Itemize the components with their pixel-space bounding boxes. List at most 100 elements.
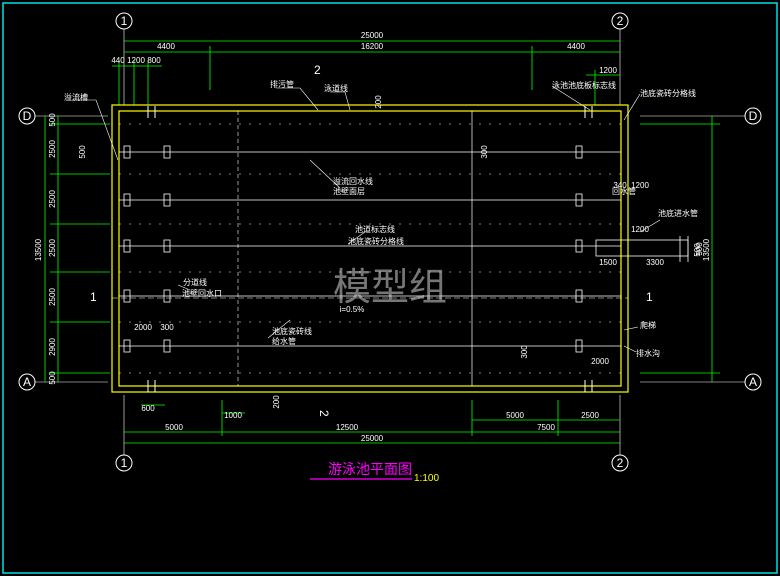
axis-bubble-right-A: A: [744, 373, 762, 391]
dim-top-small-1: 440: [111, 56, 125, 65]
lane-float: [123, 239, 131, 253]
dim-left-segment: 500: [48, 371, 57, 385]
svg-text:A: A: [23, 375, 31, 389]
svg-text:D: D: [23, 109, 32, 123]
dim-left-segment: 500: [48, 113, 57, 127]
section-mark-top: 2: [314, 63, 321, 77]
axis-bubble-top-1: 1: [115, 12, 133, 30]
dim-bottom-right-1: 5000: [506, 411, 524, 420]
top-dimension-lines: [112, 40, 620, 105]
axis-bubble-left-D: D: [18, 107, 36, 125]
dim-right-small: 500: [693, 243, 702, 257]
wall-ticks: [147, 106, 593, 392]
label-floor-inlet: 池底进水管: [658, 208, 698, 218]
dim-bottom-total: 25000: [361, 434, 384, 443]
section-mark-left: 1: [90, 290, 97, 304]
section-mark-bottom: 2: [317, 410, 331, 417]
label-wall-layer: 池壁面层: [333, 186, 365, 196]
label-gutter: 排水沟: [636, 348, 660, 358]
lane-float: [575, 193, 583, 207]
dim-inner-left-500: 500: [78, 145, 87, 159]
dim-left-segment: 2900: [48, 338, 57, 356]
lane-lines: [119, 145, 621, 353]
annotation-leaders: [72, 85, 661, 353]
bottom-dimension-lines: [124, 400, 620, 444]
dim-left-segment: 2500: [48, 288, 57, 306]
watermark: 模型组: [333, 265, 447, 309]
label-tile-grid: 池底瓷砖分格线: [348, 236, 404, 246]
label-return-pipe: 回水管: [612, 186, 636, 196]
lane-float: [575, 339, 583, 353]
right-dimension-lines: [640, 116, 720, 382]
axis-bubble-left-A: A: [18, 373, 36, 391]
svg-text:A: A: [749, 375, 757, 389]
dim-left-segment: 2500: [48, 140, 57, 158]
dim-inner-lane-mid-2: 300: [520, 345, 529, 359]
dim-top-small-right: 1200: [599, 66, 617, 75]
left-dimension-lines: [44, 116, 110, 382]
svg-text:2: 2: [617, 456, 624, 470]
lane-float: [575, 239, 583, 253]
section-mark-right: 1: [646, 290, 653, 304]
label-floor-marker: 泳池池底板标志线: [552, 80, 616, 90]
pool-inner-wall: [118, 110, 622, 387]
dim-inner-bottom-b: 300: [160, 323, 174, 332]
dim-inner-right-b: 3300: [646, 258, 664, 267]
label-supply-pipe: 给水管: [272, 336, 296, 346]
dim-top-seg-3: 4400: [567, 42, 585, 51]
dim-top-seg-2: 16200: [361, 42, 384, 51]
dim-bottom-right-2: 2500: [581, 411, 599, 420]
dim-inner-lane-mid: 300: [480, 145, 489, 159]
dim-top-small-3: 800: [147, 56, 161, 65]
dim-inner-right-inlet: 1200: [631, 225, 649, 234]
svg-text:D: D: [749, 109, 758, 123]
dim-inner-top-center: 200: [374, 95, 383, 109]
dim-left-total: 13500: [34, 238, 43, 261]
label-lane-line: 泳道线: [324, 83, 348, 93]
label-return-line: 溢流回水线: [333, 176, 373, 186]
drawing-scale: 1:100: [414, 473, 439, 484]
label-divider: 分道线: [183, 277, 207, 287]
dim-inner-right-a: 1500: [599, 258, 617, 267]
dim-bottom-small-1: 600: [141, 404, 155, 413]
lane-float: [123, 339, 131, 353]
label-lane-marker: 池道标志线: [355, 224, 395, 234]
lane-float: [163, 239, 171, 253]
lane-float: [163, 145, 171, 159]
tile-grid-lines: [119, 123, 621, 374]
pool-outer-wall: [111, 104, 629, 393]
drawing-title: 游泳池平面图: [328, 462, 412, 478]
lane-float: [163, 193, 171, 207]
lane-float: [575, 145, 583, 159]
dim-top-seg-1: 4400: [157, 42, 175, 51]
axis-bubble-right-D: D: [744, 107, 762, 125]
dim-bottom-row1-1: 5000: [165, 423, 183, 432]
svg-text:2: 2: [617, 14, 624, 28]
svg-text:1: 1: [121, 14, 128, 28]
dim-bottom-row2-right: 7500: [537, 423, 555, 432]
inlet-pipe: [595, 236, 689, 262]
axis-leaders: [35, 29, 745, 455]
dim-inner-right-pipe: 340: [613, 181, 627, 190]
dim-left-segment: 2500: [48, 239, 57, 257]
label-return-inlet: 池壁回水口: [182, 288, 222, 298]
axis-bubble-bottom-2: 2: [611, 454, 629, 472]
axis-bubble-top-2: 2: [611, 12, 629, 30]
lane-float: [123, 289, 131, 303]
lane-float: [163, 289, 171, 303]
lane-float: [163, 339, 171, 353]
dim-inner-slope: i=0.5%: [340, 305, 365, 314]
label-ladder: 爬梯: [640, 320, 656, 330]
dim-inner-bottom-c: 2000: [591, 357, 609, 366]
lane-float: [575, 289, 583, 303]
svg-text:1: 1: [121, 456, 128, 470]
dim-inner-bottom-a: 2000: [134, 323, 152, 332]
dim-inner-right-pipe-b: 1200: [631, 181, 649, 190]
axis-bubble-bottom-1: 1: [115, 454, 133, 472]
label-floor-tile: 池底瓷砖线: [272, 326, 312, 336]
annotation-labels: 溢流槽 排污管 泳道线 溢流回水线 池壁面层 池道标志线 池底瓷砖分格线 分道线…: [64, 79, 698, 358]
